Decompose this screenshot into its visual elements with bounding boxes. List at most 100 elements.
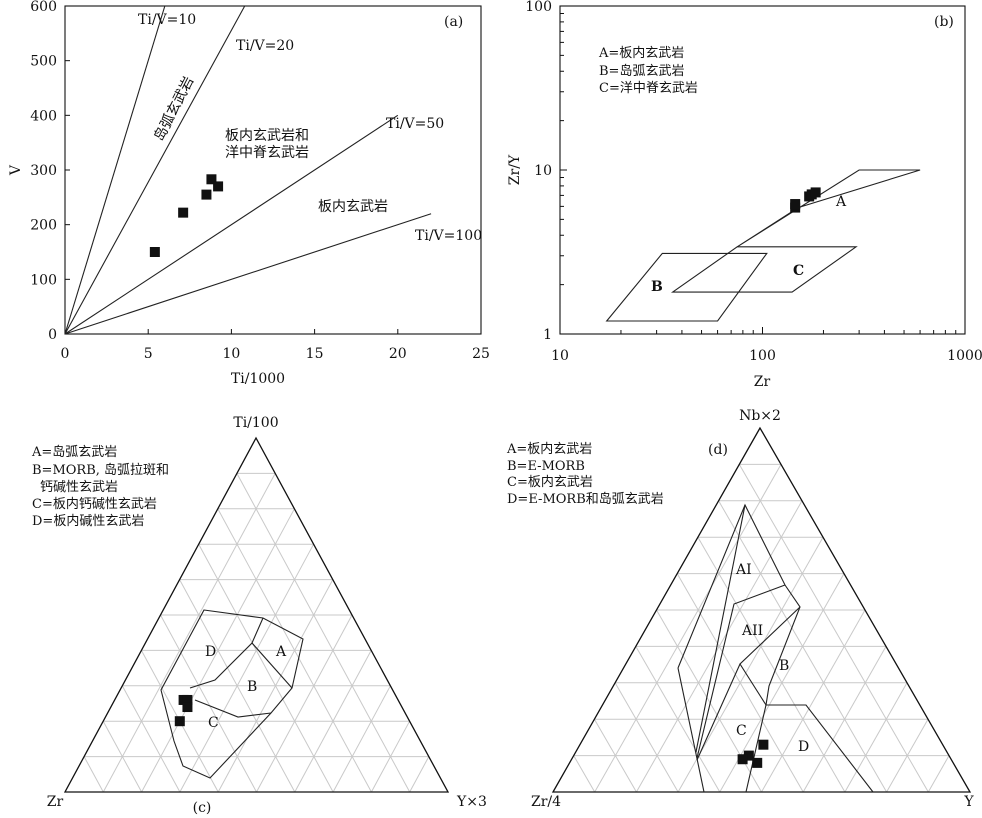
x-tick-label-a: 25 — [472, 346, 490, 362]
y-axis-label-b: Zr/Y — [507, 154, 523, 185]
field-label-c-d: D — [205, 644, 216, 660]
y-tick-label-a: 100 — [30, 272, 57, 288]
field-label-d-b: B — [779, 658, 789, 674]
grid-line — [886, 718, 929, 793]
data-points-a — [149, 174, 224, 257]
sample-point-a — [149, 247, 160, 257]
grid-line — [83, 756, 104, 793]
field-label-wpb-morb-1: 板内玄武岩和 — [225, 127, 309, 144]
ratio-line — [64, 5, 166, 335]
field-label-c-c: C — [208, 715, 219, 731]
grid-line — [332, 685, 391, 793]
field-label-b-a: A — [835, 194, 847, 210]
x-tick-label-a: 5 — [144, 346, 153, 362]
apex-label-top-d: Nb×2 — [739, 408, 781, 424]
field-outline-d — [677, 503, 874, 793]
ratio-line — [64, 5, 246, 335]
apex-label-left-c: Zr — [47, 794, 64, 810]
field-label-d-d: D — [798, 739, 809, 755]
y-tick-label-a: 300 — [30, 163, 57, 179]
sample-point-b — [810, 187, 821, 198]
sample-point-a — [178, 207, 189, 218]
panel-label-b: (b) — [934, 14, 954, 30]
grid-line — [409, 756, 430, 793]
grid-line — [697, 536, 846, 793]
sample-point-a — [213, 181, 224, 192]
grid-line — [593, 718, 637, 793]
legend-d-d: D=E-MORB和岛弧玄武岩 — [507, 491, 664, 507]
legend-c-b-cont: 钙碱性玄武岩 — [40, 480, 118, 495]
grid-line — [198, 543, 334, 793]
grid-line — [102, 720, 143, 793]
panel-label-c: (c) — [193, 800, 212, 816]
sample-point-d — [737, 754, 748, 765]
ratio-lines-a — [64, 5, 432, 335]
field-label-wpb-morb-2: 洋中脊玄武岩 — [225, 144, 309, 161]
panel-d: (d) Nb×2 Zr/4 Y A=板内玄武岩 B=E-MORB C=板内玄武岩… — [506, 408, 974, 810]
legend-c-b: B=MORB, 岛弧拉斑和 — [32, 462, 169, 478]
sample-point-d — [758, 739, 769, 750]
grid-line — [294, 650, 372, 793]
field-boundary-aii-c — [696, 663, 741, 761]
field-label-d-c: C — [736, 723, 747, 739]
plot-frame-a — [64, 5, 482, 335]
field-outline-c — [160, 609, 304, 779]
grid-line — [635, 646, 721, 793]
sample-point-c — [182, 702, 193, 713]
grid-line — [738, 464, 929, 793]
y-axis-label-a: V — [8, 164, 24, 176]
field-polygon-a — [736, 169, 921, 248]
y-tick-label-a: 600 — [30, 0, 57, 15]
legend-b-b: B=岛弧玄武岩 — [599, 63, 684, 79]
x-axis-label-b: Zr — [754, 374, 771, 390]
field-boundary-aii-b — [739, 606, 801, 706]
x-tick-label-a: 20 — [389, 346, 407, 362]
sample-point-d — [752, 757, 763, 768]
panel-c: (c) Ti/100 Zr Y×3 A=岛弧玄武岩 B=MORB, 岛弧拉斑和 … — [31, 415, 487, 816]
x-tick-label-a: 15 — [306, 346, 324, 362]
y-tick-label-a: 0 — [48, 327, 57, 343]
field-label-d-aii: AII — [741, 623, 763, 639]
grid-line — [594, 464, 782, 793]
apex-label-right-d: Y — [963, 794, 974, 810]
field-label-wpb: 板内玄武岩 — [318, 198, 388, 215]
grid-line — [236, 473, 411, 793]
sample-point-c — [174, 716, 185, 727]
grid-line — [256, 614, 353, 793]
legend-b-a: A=板内玄武岩 — [598, 45, 684, 61]
y-tick-label-a: 500 — [30, 54, 57, 70]
legend-c-a: A=岛弧玄武岩 — [31, 444, 117, 460]
ternary-triangle-d — [551, 426, 972, 793]
x-tick-label-a: 0 — [61, 346, 70, 362]
panel-label-a: (a) — [444, 14, 463, 30]
field-polygon-c — [670, 246, 858, 293]
grid-line — [761, 609, 866, 793]
field-boundary-a-b — [251, 642, 293, 689]
y-tick-label-a: 400 — [30, 108, 57, 124]
grid-line — [179, 543, 315, 793]
grid-line — [844, 682, 908, 793]
data-points-c — [174, 694, 193, 727]
x-tick-label-b: 10 — [551, 348, 569, 364]
legend-d-a: A=板内玄武岩 — [506, 441, 592, 457]
apex-label-left-d: Zr/4 — [531, 794, 561, 810]
grid-line — [614, 682, 679, 793]
discrimination-fields-b — [605, 169, 921, 322]
field-label-b-c: C — [793, 263, 804, 279]
grid-line — [121, 685, 181, 793]
field-polygon-b — [605, 252, 768, 322]
data-points-b — [790, 187, 821, 213]
legend-d-c: C=板内玄武岩 — [507, 474, 593, 490]
apex-label-right-c: Y×3 — [456, 794, 487, 810]
x-tick-label-b: 100 — [749, 348, 776, 364]
ref-line-label-20: Ti/V=20 — [236, 38, 294, 54]
legend-c-d: D=板内碱性玄武岩 — [32, 513, 144, 529]
field-label-c-b: B — [247, 679, 257, 695]
apex-label-top-c: Ti/100 — [233, 415, 278, 431]
grid-line — [573, 755, 596, 793]
